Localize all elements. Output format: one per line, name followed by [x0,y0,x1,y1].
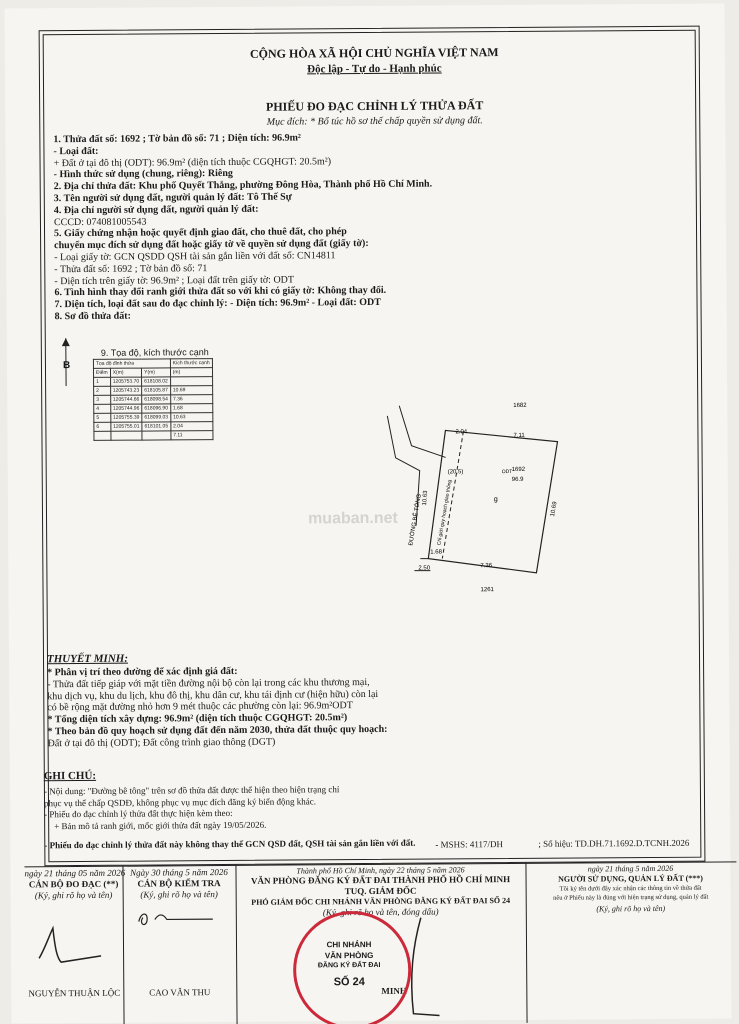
table-row: 7.11 [93,430,213,441]
mshs: - MSHS: 4117/DH [435,839,504,850]
label-168: 1.68 [430,549,442,555]
cell [170,376,213,386]
cell: 618098.54 [141,394,171,405]
label-area: 96.9 [512,477,524,483]
cell: 1205755.01 [110,422,143,432]
cell: 2 [93,386,111,396]
sig4-note1: Tôi ký tên dưới đây xác nhận các thông t… [559,884,702,893]
cell: 5 [93,413,111,423]
label-736: 7.36 [480,563,492,569]
label-1069: 10.69 [550,501,559,517]
sig1-role: CÁN BỘ ĐO ĐẠC (**) [28,878,119,890]
cell: 6 [93,422,111,432]
cell: 3 [93,395,111,405]
sig2-name: CAO VĂN THU [149,987,211,998]
label-odt: ODT [502,469,513,475]
label-parcel: 1692 [512,467,526,473]
label-204: 2.04 [455,429,467,435]
cell: 10.63 [170,412,213,422]
cell: 1 [93,377,111,387]
sig1-name: NGUYỄN THUẬN LỘC [28,987,121,999]
explain-list: * Phân vị trí theo đường để xác định giá… [47,665,388,750]
cell: 1.68 [170,403,213,413]
cell: 7.11 [170,430,213,440]
cell: 618096.90 [141,403,171,414]
road-edge-right [398,405,446,458]
planning-line [441,431,464,559]
document-sheet: CỘNG HÒA XÃ HỘI CHỦ NGHĨA VIỆT NAM Độc l… [4,3,738,1024]
label-1682: 1682 [513,403,527,409]
cell [142,430,171,441]
notes-list: - Nội dung: "Đường bê tông" trên sơ đồ t… [44,784,340,832]
cell: 618099.03 [141,412,171,423]
official-seal: CHI NHÁNH VĂN PHÒNG ĐĂNG KÝ ĐẤT ĐAI SỐ 2… [292,910,412,1024]
sig4-date: ngày 21 tháng 5 năm 2026 [587,863,674,874]
cell: 10.69 [170,385,213,395]
coord-head-2: Kích thước cạnh [170,358,213,368]
seal-line-3: ĐĂNG KÝ ĐẤT ĐAI [317,961,381,970]
seal-line-4: SỐ 24 [333,976,365,989]
explain-line: Đất ở tại đô thị (ODT); Đất công trình g… [47,736,276,750]
sig2-date: Ngày 30 tháng 5 năm 2026 [130,866,228,878]
cell: 618101.05 [141,421,171,432]
label-1063: 10.63 [422,490,429,506]
north-label: B [62,360,71,372]
seal-line-2: VĂN PHÒNG [324,950,374,961]
coord-sub: X(m) [110,368,142,378]
parcel-sketch: 1682 2.04 7.11 (20.5) ODT 1692 96.9 g 10… [386,403,559,593]
cell: 1205744.96 [110,404,142,414]
cell: 1205753.70 [110,377,142,387]
sig3-role2: TUQ. GIÁM ĐỐC [344,885,417,897]
cell: 7.36 [170,394,213,404]
label-250: 2.50 [418,566,430,572]
signature-1 [38,925,102,963]
cell: 1205744.66 [110,395,142,405]
coord-sub: Y(m) [141,367,171,378]
cell: 1205743.23 [110,386,142,396]
coord-title: 9. Tọa độ, kích thước cạnh [100,347,209,358]
sig1-date: ngày 21 tháng 05 năm 2026 [24,867,126,879]
notes-title: GHI CHÚ: [43,769,97,783]
parcel-boundary [427,429,559,574]
sig4-note2: nêu ở Phiếu này là đúng với hiện trạng s… [553,893,709,902]
north-arrow-icon [61,338,70,387]
cell [110,431,143,441]
watermark: muaban.net [307,509,398,528]
cell [93,431,111,441]
seal-line-1: CHI NHÁNH [326,939,372,950]
signature-3 [410,917,440,1017]
cell: 618105.87 [141,385,171,396]
label-g: g [494,496,498,503]
coord-sub: (m) [170,367,213,377]
parcel-info-list: 1. Thửa đất số: 1692 ; Tờ bản đồ số: 71 … [53,132,433,323]
sig3-role1: VĂN PHÒNG ĐĂNG KÝ ĐẤT ĐAI THÀNH PHỐ HỒ C… [250,874,511,886]
label-205: (20.5) [448,469,464,475]
signature-2 [138,913,213,926]
sig2-role: CÁN BỘ KIỂM TRA [137,878,221,889]
sig4-sub: (Ký, ghi rõ họ và tên) [596,903,666,914]
coord-sub: Điểm [93,368,111,378]
explain-title: THUYẾT MINH: [46,652,129,666]
road-edge-left [386,415,421,526]
so-hieu: ; Số hiệu: TD.DH.71.1692.D.TCNH.2026 [538,837,690,849]
cell: 2.04 [170,421,213,431]
label-1261: 1261 [481,587,495,593]
sig3-sub: (Ký, ghi rõ họ và tên, đóng dấu) [322,906,439,918]
sig1-sub: (Ký, ghi rõ họ và tên) [34,889,113,901]
sig4-role: NGƯỜI SỬ DỤNG, QUẢN LÝ ĐẤT (***) [558,873,703,884]
cell: 4 [93,404,111,414]
explain-line: * Theo bản đồ quy hoạch sử dụng đất đến … [47,723,388,738]
note-line: + Bản mô tả ranh giới, mốc giới thửa đất… [54,819,267,831]
label-road: ĐƯỜNG BÊ TÔNG [406,493,423,546]
sig2-sub: (Ký, ghi rõ họ và tên) [140,889,218,900]
cell: 618108.02 [141,376,171,387]
cell: 1205755.39 [110,413,142,423]
label-711: 7.11 [513,433,525,439]
